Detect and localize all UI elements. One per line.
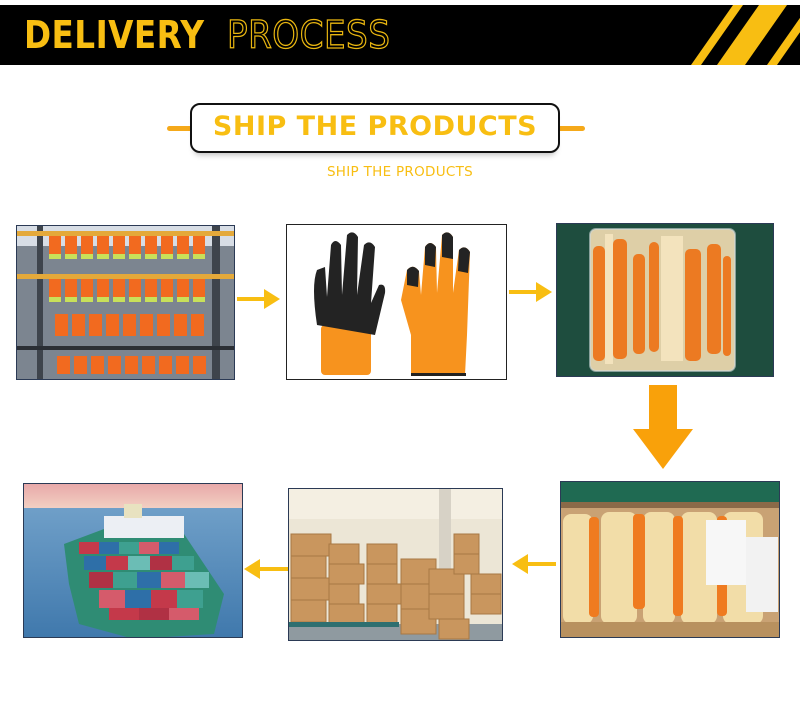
boxed-gloves-image [561, 482, 779, 637]
section-subtitle: SHIP THE PRODUCTS [326, 164, 474, 180]
gloves-image [314, 232, 470, 376]
arrow-right-icon [237, 289, 283, 309]
warehouse-image [289, 489, 502, 640]
step-photo-container-ship [23, 483, 243, 638]
bagged-gloves-image [557, 224, 773, 376]
step-photo-boxed-gloves [560, 481, 780, 638]
section-title-box: SHIP THE PRODUCTS [190, 103, 560, 153]
banner-title: DELIVERY PROCESS [24, 11, 390, 59]
step-photo-warehouse [288, 488, 503, 641]
arrow-right-icon [509, 282, 553, 302]
arrow-left-icon [512, 554, 556, 574]
step-photo-finished-gloves [286, 224, 507, 380]
step-photo-production-line [16, 225, 235, 380]
arrow-down-icon [633, 385, 693, 470]
header-banner: DELIVERY PROCESS [0, 5, 800, 65]
container-ship-image [24, 484, 242, 637]
banner-title-solid: DELIVERY [24, 13, 205, 57]
banner-title-outline: PROCESS [226, 12, 391, 57]
title-dash-left [167, 126, 197, 131]
title-dash-right [555, 126, 585, 131]
section-title: SHIP THE PRODUCTS [212, 111, 538, 142]
step-photo-bagged-gloves [556, 223, 774, 377]
arrow-left-icon [244, 559, 288, 579]
production-line-image [17, 226, 234, 379]
